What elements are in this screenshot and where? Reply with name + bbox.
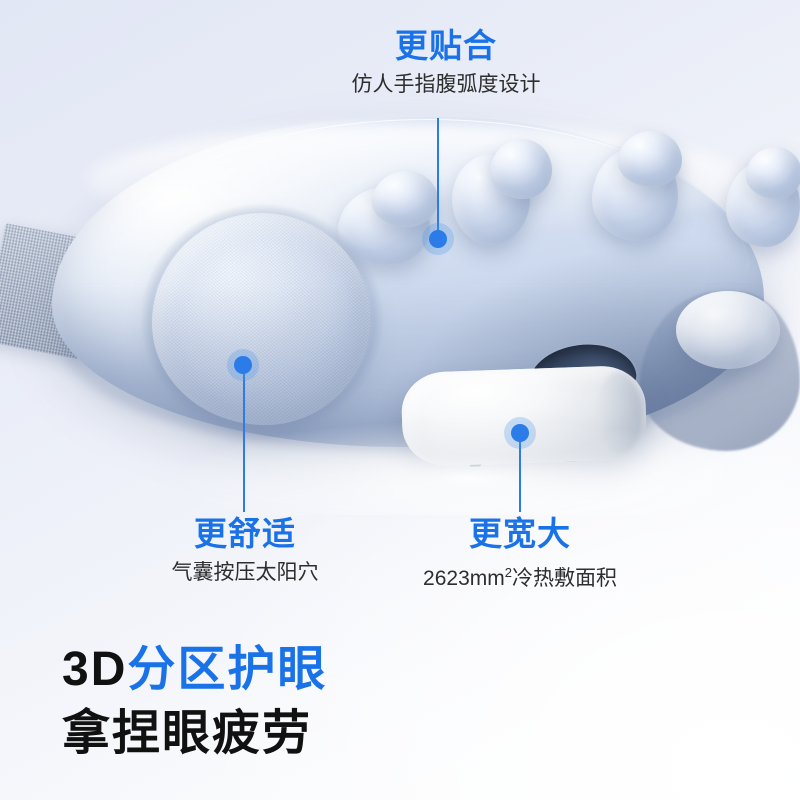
hotspot-marker-comfort[interactable] (234, 356, 252, 374)
callout-comfort-subtitle: 气囊按压太阳穴 (171, 561, 319, 584)
callout-area-title: 更宽大 (469, 515, 571, 552)
callout-area-value: 2623mm (423, 567, 505, 590)
finger-bump-2-top (490, 139, 552, 199)
callout-fit: 更贴合 仿人手指腹弧度设计 (246, 26, 646, 100)
headline-line-2: 拿捏眼疲劳 (62, 707, 313, 760)
eye-massager-device (0, 95, 800, 515)
callout-fit-title: 更贴合 (395, 27, 497, 64)
callout-area-subtitle: 2623mm2冷热敷面积 (340, 558, 700, 594)
headline-line-1: 3D分区护眼 (62, 640, 327, 700)
finger-bump-5 (676, 291, 780, 369)
headline-highlight-text: 分区护眼 (127, 643, 328, 696)
finger-bump-3-top (618, 131, 682, 187)
headline-3d-text: 3D (62, 643, 128, 696)
body-top-rim (108, 119, 748, 270)
callout-area-unit: 冷热敷面积 (511, 567, 617, 590)
leader-line-area (519, 442, 521, 512)
airbag-dome (152, 213, 370, 425)
leader-line-comfort (243, 374, 245, 512)
leader-line-fit (437, 118, 439, 236)
callout-area-superscript: 2 (504, 565, 512, 580)
callout-fit-subtitle: 仿人手指腹弧度设计 (351, 73, 541, 96)
product-underglow (120, 395, 800, 515)
hotspot-marker-area[interactable] (511, 424, 529, 442)
callout-comfort-title: 更舒适 (194, 515, 296, 552)
finger-bump-4-top (746, 147, 800, 199)
hotspot-marker-fit[interactable] (429, 230, 447, 248)
callout-comfort: 更舒适 气囊按压太阳穴 (60, 514, 430, 588)
callout-area: 更宽大 2623mm2冷热敷面积 (340, 514, 700, 594)
headline-block: 3D分区护眼 拿捏眼疲劳 (62, 640, 327, 764)
finger-bump-1-top (372, 171, 438, 227)
